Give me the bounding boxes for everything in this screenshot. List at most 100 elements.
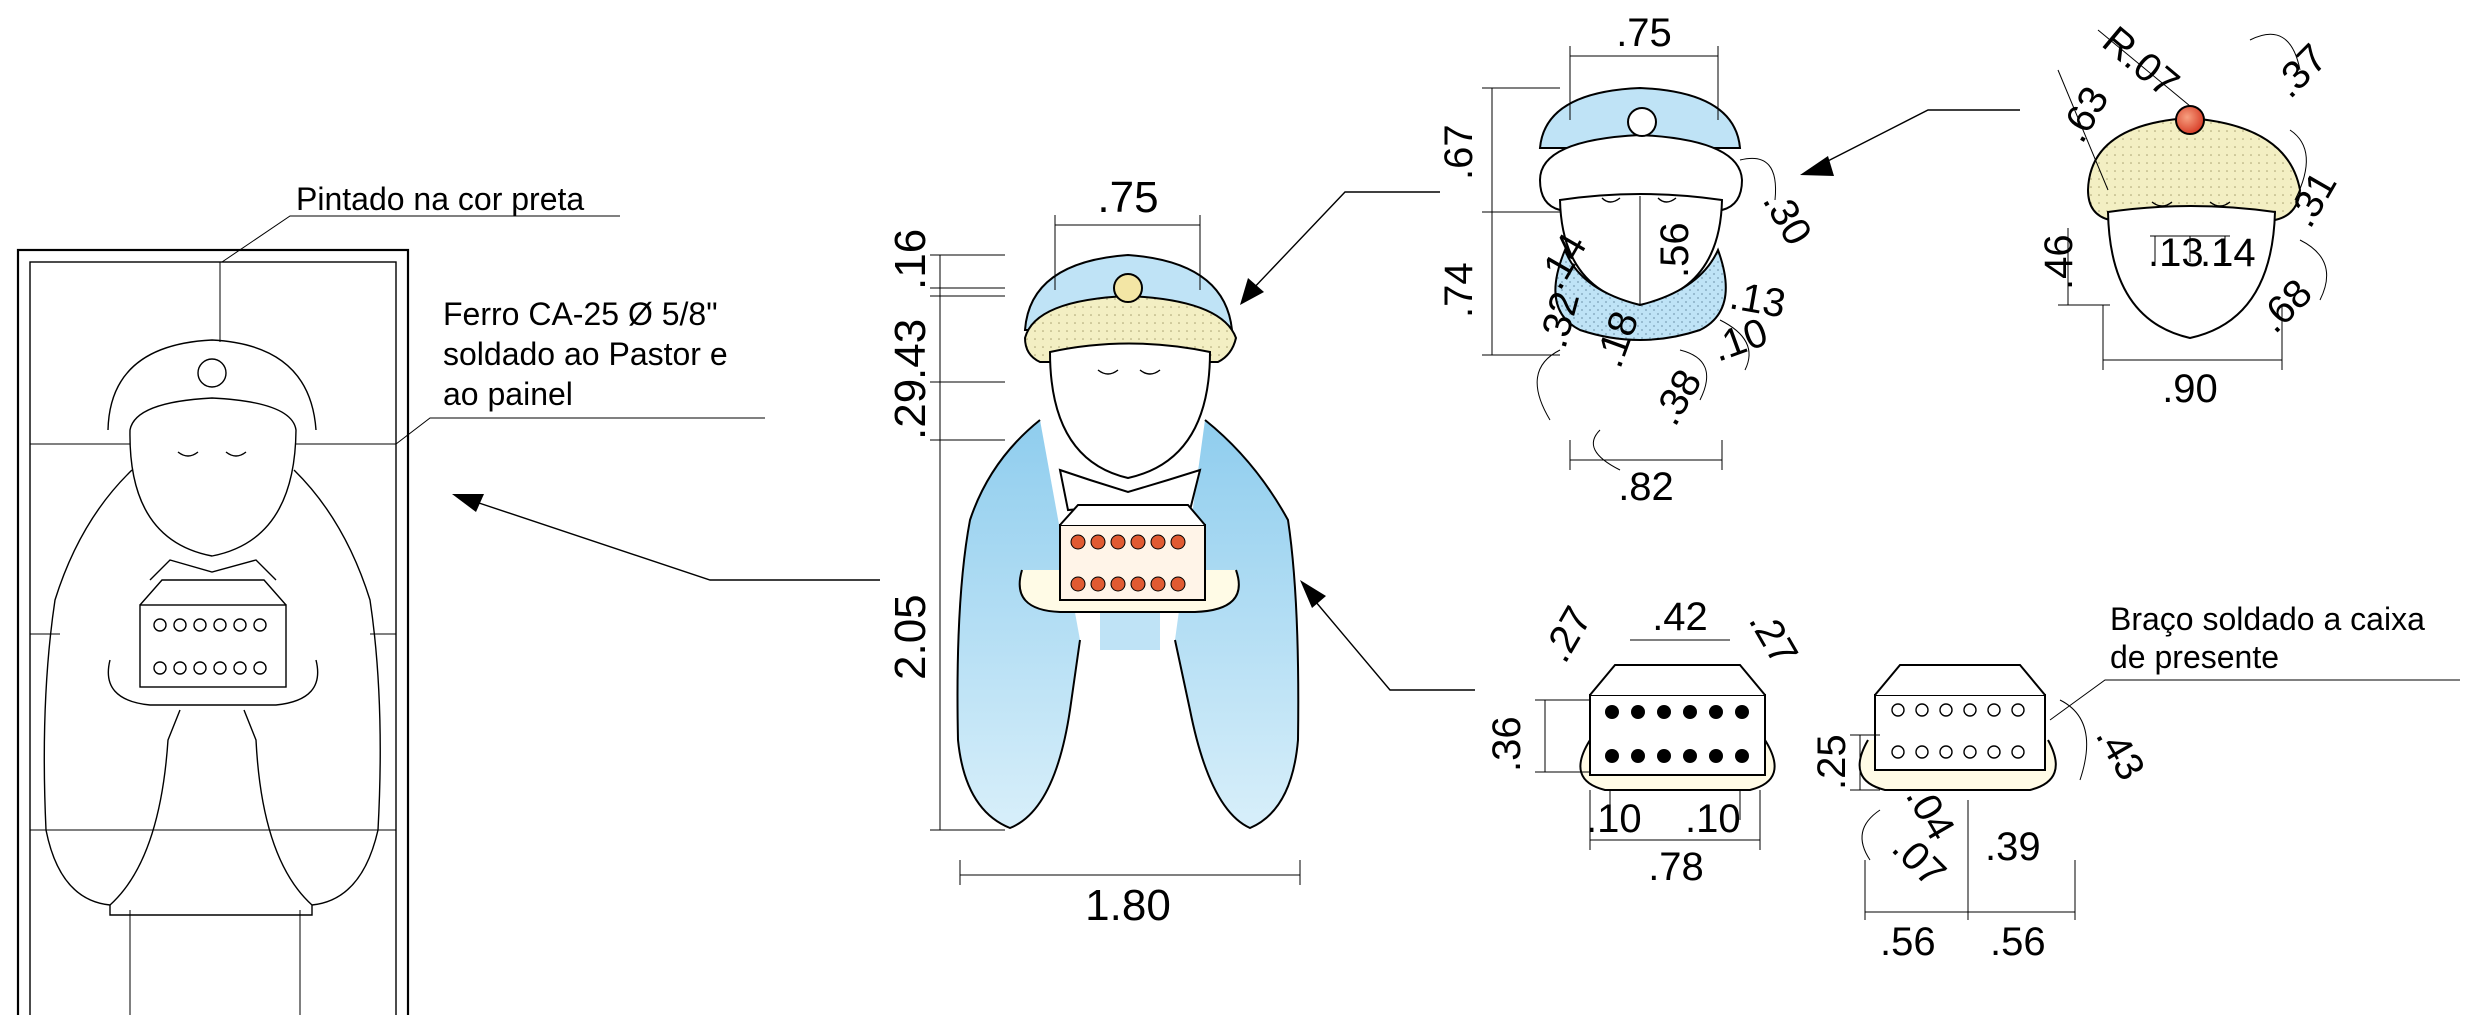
arm-half-right: .56 — [1990, 920, 2046, 964]
outline-robe-hem — [109, 905, 313, 916]
head-lower-dim-3: .38 — [1645, 362, 1711, 432]
callout-arrow-main-to-panel — [452, 494, 880, 581]
head-jewel — [1627, 107, 1657, 137]
panel-elevation — [16, 248, 410, 1015]
main-robe-right — [1174, 419, 1300, 830]
arm-dimensions — [1850, 734, 2076, 920]
gift-foot-left: .10 — [1586, 797, 1642, 841]
main-top-width: .75 — [1097, 173, 1158, 222]
head-center-height: .56 — [1653, 222, 1697, 278]
turban-bottom-width: .90 — [2162, 367, 2218, 411]
main-total-width: 1.80 — [1085, 881, 1171, 930]
outline-face — [129, 397, 297, 557]
outline-eye-right — [225, 451, 247, 457]
gift-top-width: .42 — [1652, 595, 1708, 639]
arm-right-dim: .43 — [2087, 718, 2153, 788]
turban-right-dim-0: .37 — [2265, 36, 2335, 106]
turban-eye-dim-0: .13 — [2148, 231, 2204, 275]
outline-gift-box — [139, 604, 287, 688]
outline-robe-left — [43, 469, 181, 906]
main-jewel — [1113, 273, 1143, 303]
outline-eye-left — [177, 451, 199, 457]
note-iron-rod: Ferro CA-25 Ø 5/8" soldado ao Pastor e a… — [395, 296, 765, 445]
arm-half-left: .56 — [1880, 920, 1936, 964]
head-face — [1558, 193, 1724, 307]
head-eye-left — [1601, 197, 1621, 203]
svg-text:de presente: de presente — [2110, 639, 2279, 675]
arm-box-dots — [1891, 703, 2025, 759]
arm-height: .25 — [1810, 734, 1854, 790]
head-left-height-1: .74 — [1437, 262, 1481, 318]
svg-text:soldado ao Pastor e: soldado ao Pastor e — [443, 336, 728, 372]
gift-foot-right: .10 — [1685, 797, 1741, 841]
callout-arrow-turban — [1800, 109, 2020, 176]
turban-face — [2106, 205, 2277, 340]
turban-left-dim-0: .63 — [2052, 79, 2118, 149]
arm-box — [1874, 694, 2046, 771]
gift-total-width: .78 — [1648, 845, 1704, 889]
turban-dim-arcs — [2249, 33, 2328, 301]
shepherd-outline — [43, 339, 381, 916]
note-painted-black: Pintado na cor preta — [221, 181, 620, 263]
outline-hands — [107, 659, 319, 706]
callout-arrow-gift — [1300, 580, 1475, 691]
outline-robe-right — [243, 469, 381, 906]
callout-arrow-head — [1240, 191, 1440, 305]
gift-height: .36 — [1485, 716, 1529, 772]
head-right-dim-0: .30 — [1754, 183, 1820, 253]
turban-jewel — [2175, 105, 2205, 135]
arm-dim-arcs — [1861, 699, 2088, 861]
svg-text:Pintado na cor preta: Pintado na cor preta — [296, 181, 584, 217]
head-dim-arcs — [1536, 158, 1777, 471]
main-eye-left — [1097, 369, 1119, 375]
outline-jewel — [197, 358, 227, 388]
main-figure — [956, 253, 1300, 830]
main-turban-band — [1023, 294, 1238, 363]
main-eye-right — [1139, 369, 1161, 375]
turban-eye-dim-1: .14 — [2200, 231, 2256, 275]
outline-turban — [107, 339, 317, 431]
turban-detail — [2086, 33, 2328, 340]
outline-gift-lid — [139, 579, 287, 606]
head-dimensions — [1482, 46, 1723, 470]
note-arm-welded: Braço soldado a caixa de presente — [2049, 601, 2460, 721]
turban-radius: R.07 — [2094, 18, 2187, 106]
arm-lid — [1874, 664, 2046, 696]
head-lower-dim-1: .32 — [1531, 287, 1588, 352]
head-detail — [1536, 86, 1777, 471]
head-turban-band — [1538, 133, 1744, 211]
turban-eye-right — [2209, 201, 2231, 207]
head-top-width: .75 — [1616, 11, 1672, 55]
arm-mid-dim: .39 — [1985, 825, 2041, 869]
main-dimensions — [930, 215, 1301, 885]
turban-dimensions — [2057, 29, 2283, 370]
turban-eye-left — [2151, 201, 2173, 207]
head-left-height-0: .67 — [1437, 124, 1481, 180]
gift-side-right: .27 — [1740, 603, 1806, 673]
gift-dots — [1605, 705, 1749, 763]
gift-side-left: .27 — [1535, 599, 1601, 669]
head-bottom-width: .82 — [1618, 465, 1674, 509]
main-height-3: 2.05 — [886, 594, 935, 680]
head-hair — [1554, 247, 1727, 341]
main-gift-lid — [1059, 504, 1206, 526]
panel-outer-frame — [16, 248, 410, 1015]
gift-box — [1589, 694, 1766, 776]
main-robe-left — [956, 419, 1081, 830]
arm-detail — [1858, 664, 2088, 861]
outline-collar — [149, 559, 277, 581]
main-height-2: .29 — [886, 379, 935, 440]
gift-lid — [1589, 664, 1766, 696]
svg-text:ao painel: ao painel — [443, 376, 573, 412]
turban-left-dim-1: .46 — [2037, 234, 2081, 290]
head-right-dim-1: .13 — [1726, 274, 1788, 327]
main-height-labels: .16 .43 .29 2.05 — [886, 229, 935, 680]
svg-text:Ferro CA-25 Ø 5/8": Ferro CA-25 Ø 5/8" — [443, 296, 718, 332]
gift-dimensions — [1535, 639, 1761, 850]
head-eye-right — [1657, 197, 1677, 203]
panel-inner-frame — [29, 261, 397, 1015]
main-face — [1048, 342, 1212, 480]
main-gift-dots — [1070, 534, 1186, 592]
svg-text:Braço soldado a caixa: Braço soldado a caixa — [2110, 601, 2425, 637]
